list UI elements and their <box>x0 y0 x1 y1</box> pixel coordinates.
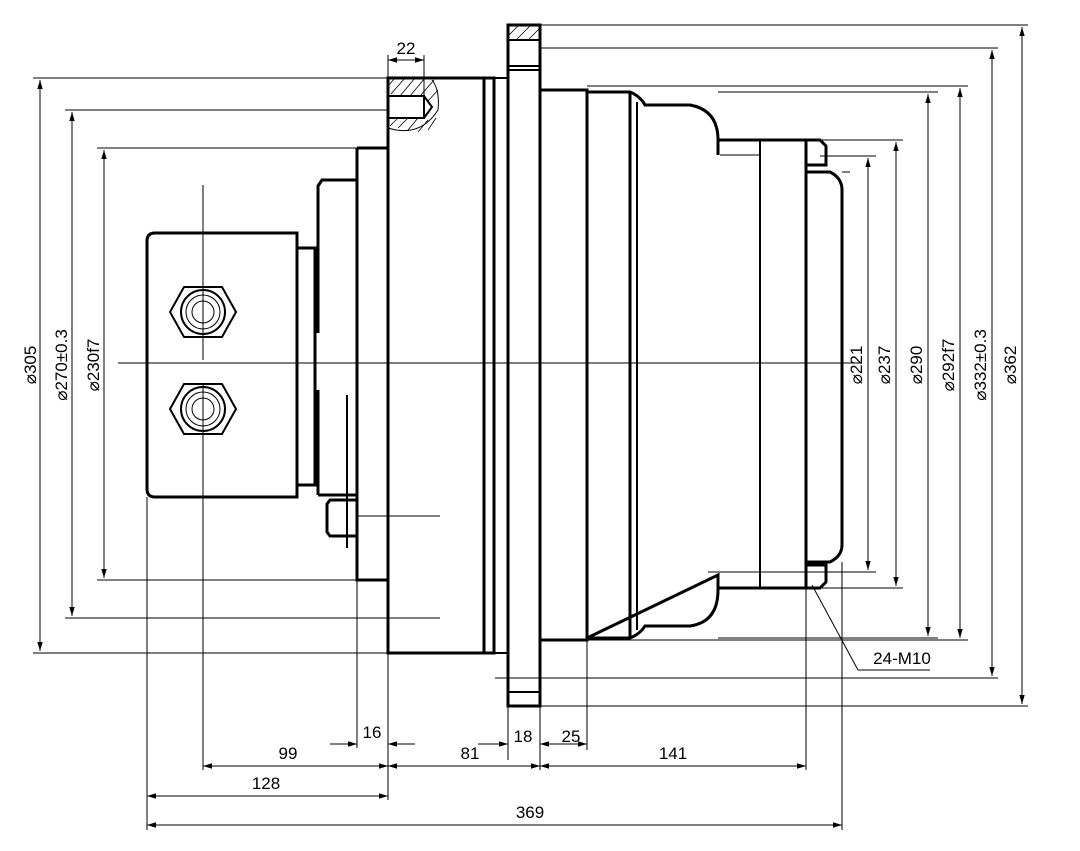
dim-h369: 369 <box>516 803 544 822</box>
dim-h81: 81 <box>461 744 480 763</box>
drum-body <box>586 90 720 640</box>
output-shaft <box>718 138 808 590</box>
motor-body <box>145 23 844 708</box>
dim-h18: 18 <box>514 727 533 746</box>
horizontal-dim-lines <box>147 57 842 828</box>
callout-leader <box>811 584 930 671</box>
dim-h16: 16 <box>363 723 382 742</box>
vertical-dim-labels: ⌀305 ⌀270±0.3 ⌀230f7 ⌀221 ⌀237 ⌀290 ⌀292… <box>21 329 1020 401</box>
seal-ring <box>482 76 496 655</box>
port-fitting-upper <box>168 265 238 360</box>
shaft-pilot <box>806 170 844 564</box>
lower-boss <box>325 498 357 538</box>
dim-d221: ⌀221 <box>847 346 866 385</box>
callout-thread-spec: 24-M10 <box>873 649 931 668</box>
valve-neck <box>297 246 317 487</box>
dim-d290: ⌀290 <box>907 346 926 385</box>
dim-d270: ⌀270±0.3 <box>52 329 71 401</box>
dim-d237: ⌀237 <box>875 346 894 385</box>
vertical-dim-lines <box>37 27 1025 704</box>
dim-d230: ⌀230f7 <box>84 339 103 392</box>
valve-block <box>145 231 299 499</box>
dim-h25: 25 <box>562 727 581 746</box>
pilot-step <box>355 146 388 582</box>
flange-bolt-section <box>507 24 541 693</box>
dim-h99: 99 <box>279 744 298 763</box>
extension-lines <box>33 24 1028 830</box>
dim-d292: ⌀292f7 <box>939 339 958 392</box>
dim-d305: ⌀305 <box>21 346 40 385</box>
dim-h128: 128 <box>252 774 280 793</box>
mounting-flange <box>506 23 542 708</box>
dim-h22: 22 <box>397 39 416 58</box>
dim-d362: ⌀362 <box>1001 346 1020 385</box>
port-fitting-lower <box>168 383 238 458</box>
rear-housing <box>386 76 486 655</box>
horizontal-dim-labels: 22 99 16 81 18 25 141 128 369 <box>252 39 687 822</box>
front-hub <box>540 88 589 642</box>
port-cover <box>316 178 357 240</box>
shaft-end <box>806 138 828 167</box>
rear-bolt-section <box>387 77 439 133</box>
dim-h141: 141 <box>659 744 687 763</box>
dim-d332: ⌀332±0.3 <box>971 329 990 401</box>
